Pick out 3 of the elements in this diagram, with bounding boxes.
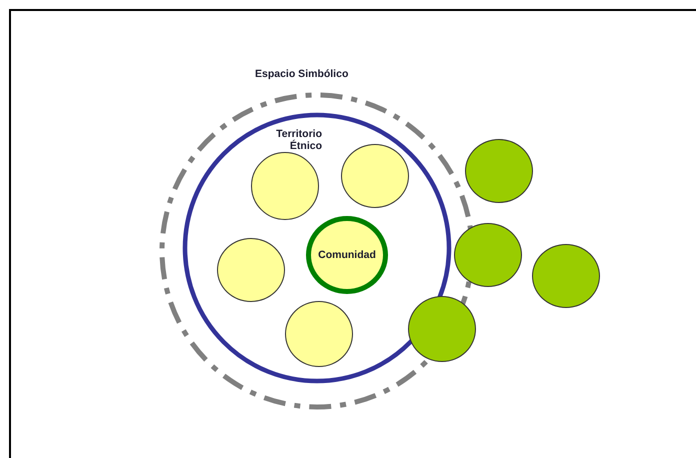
symbolic-space-label: Espacio Simbólico	[255, 68, 348, 81]
ethnic-territory-label: Territorio Étnico	[275, 129, 322, 152]
community-label: Comunidad	[318, 249, 376, 261]
